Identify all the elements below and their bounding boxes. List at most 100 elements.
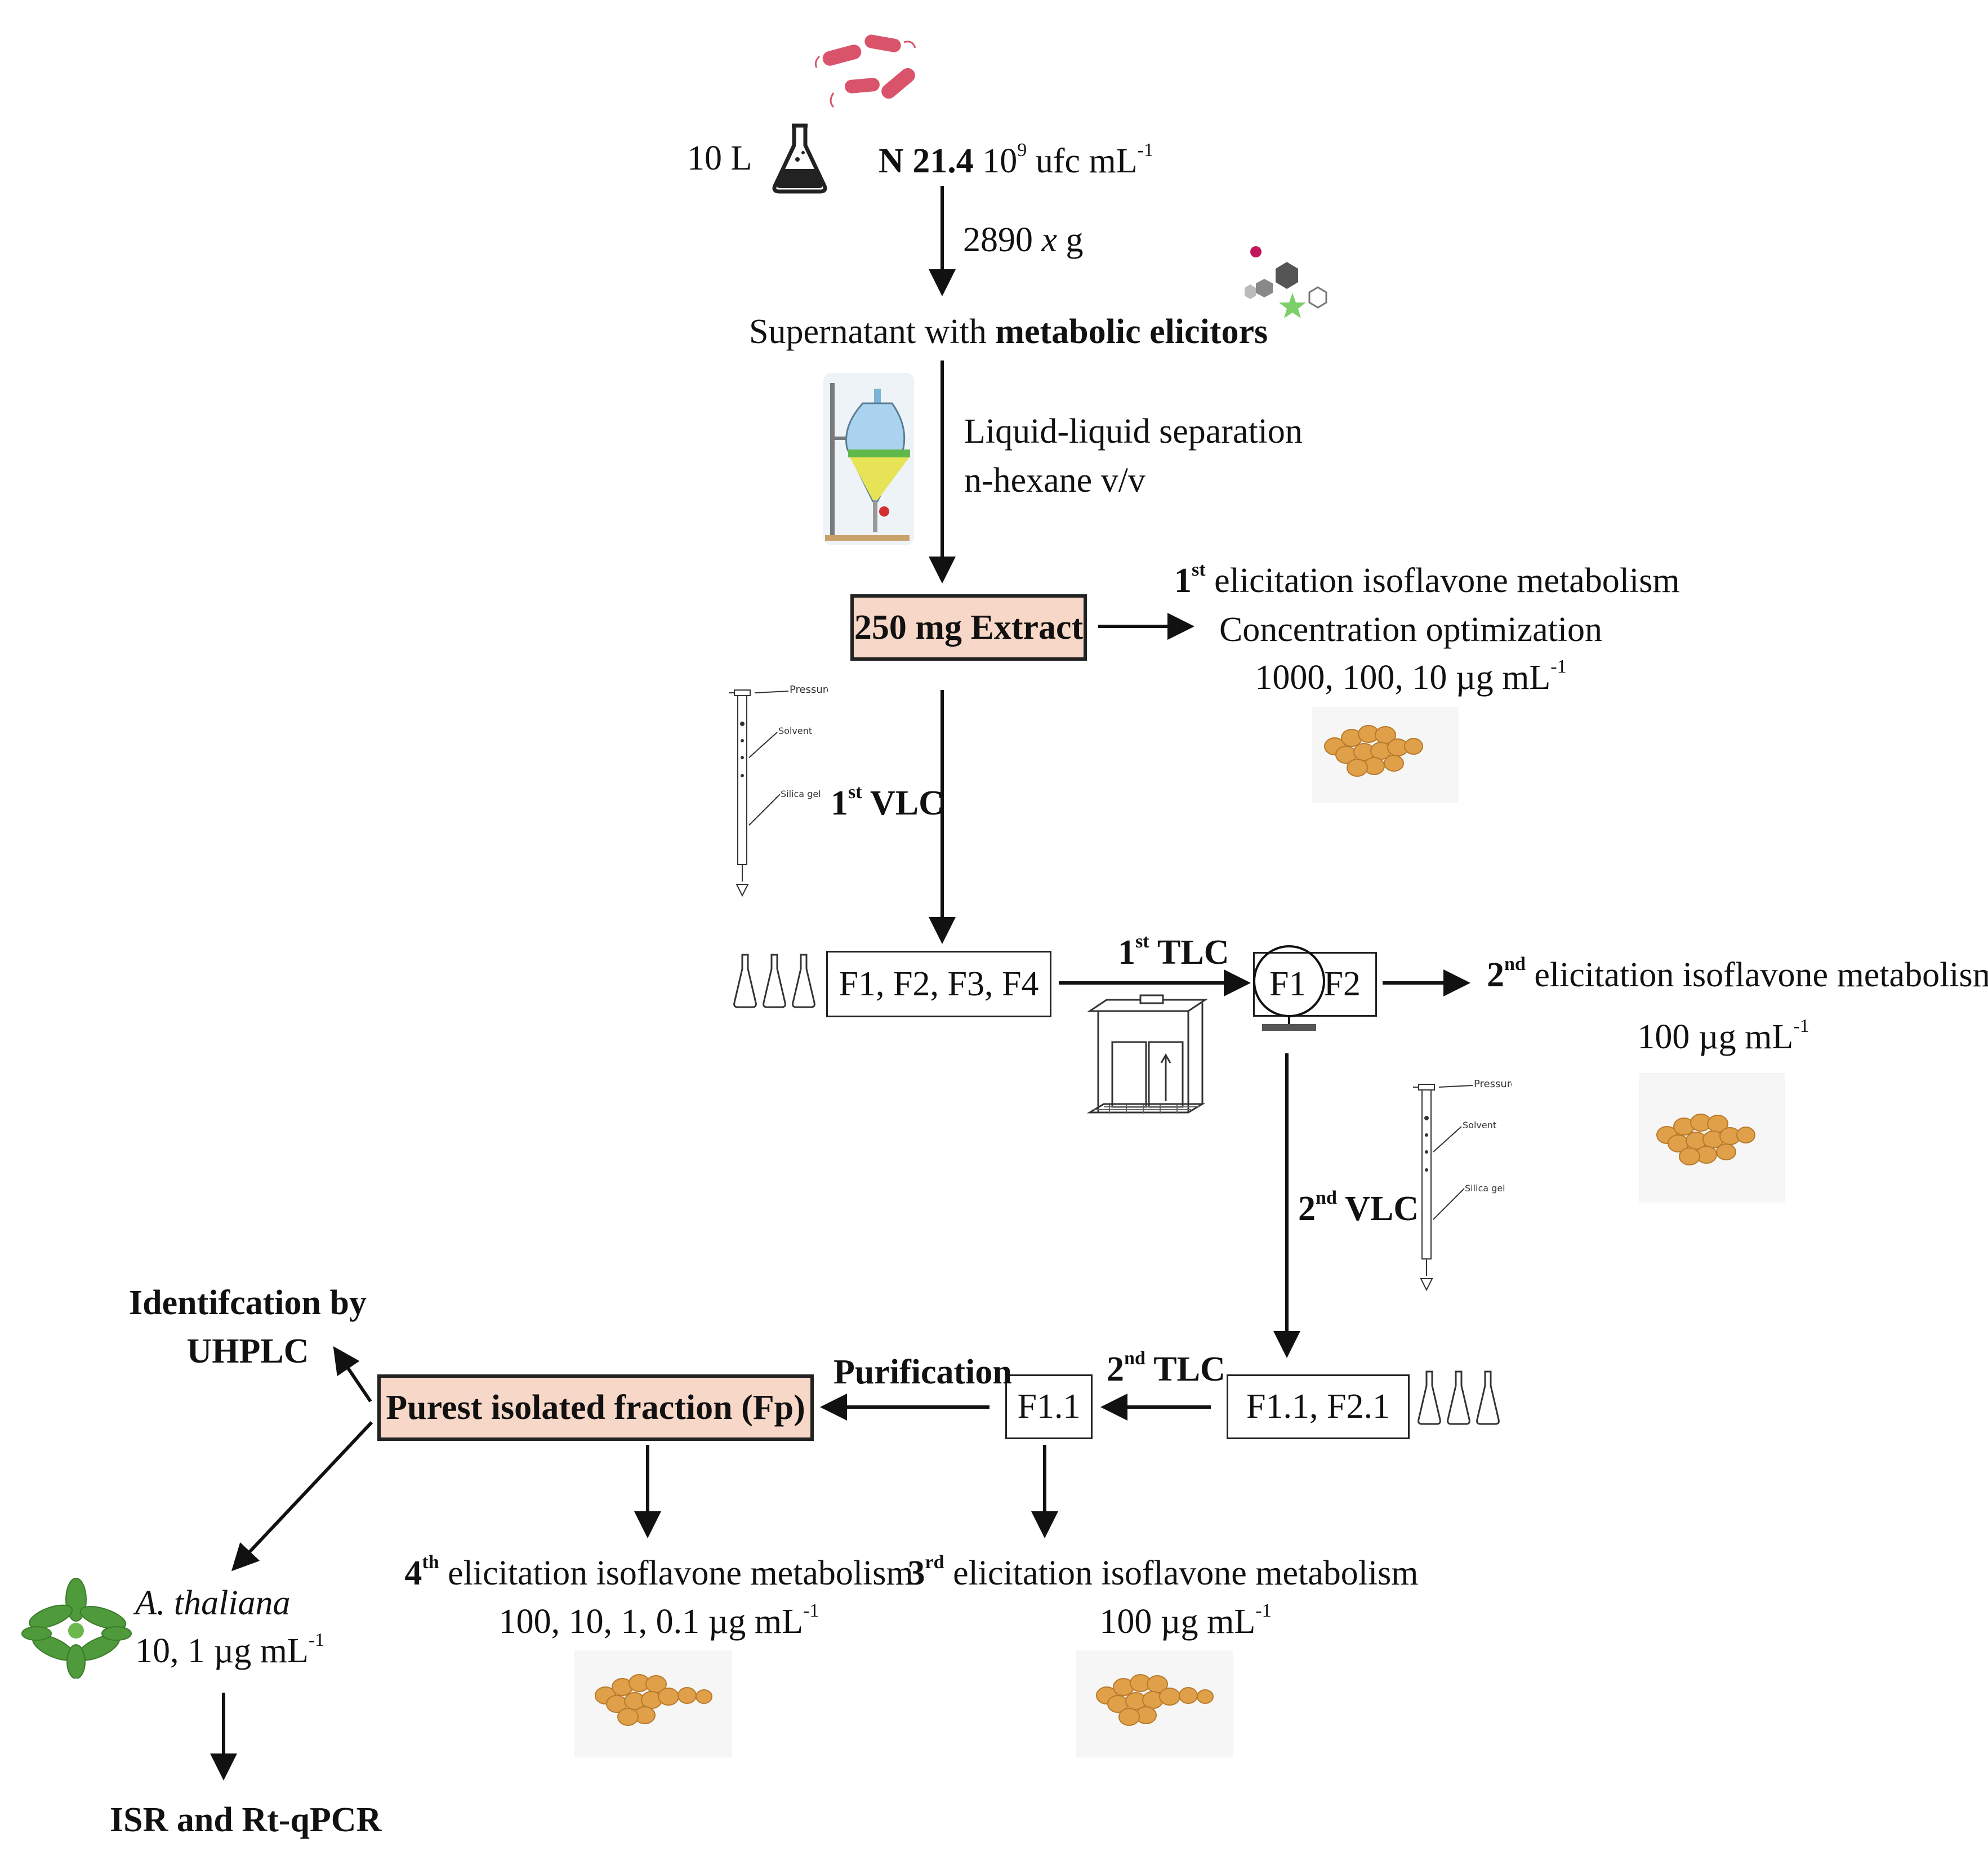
molecules-icon (1245, 246, 1327, 318)
elicit3-ord-sup: rd (925, 1552, 944, 1573)
vlc1-ord: 1 (831, 784, 848, 822)
elicit3-dose-text: 100 µg mL (1099, 1603, 1256, 1641)
strain-label: N 21.4 (879, 142, 974, 180)
vlc2-ord: 2 (1298, 1190, 1316, 1228)
elicit2-ord-sup: nd (1504, 954, 1526, 975)
vlc-pressure-label: Pressure (1474, 1078, 1512, 1090)
elicit1-line2: Concentration optimization (1219, 611, 1603, 649)
separatory-funnel-icon (823, 373, 914, 545)
elicit2-dose-text: 100 µg mL (1637, 1018, 1794, 1056)
centrifuge-g: g (1057, 221, 1084, 259)
volume-label: 10 L (687, 139, 752, 177)
elicit4-dose-exp: -1 (803, 1600, 819, 1622)
soybean-icon (1076, 1650, 1233, 1757)
elicit3-dose: 100 µg mL-1 (1062, 1601, 1309, 1641)
supernatant-label: Supernatant with metabolic elicitors (749, 314, 1268, 349)
elicit4-title: 4th elicitation isoflavone metabolism (389, 1552, 929, 1592)
vlc-solvent-label: Solvent (1463, 1120, 1496, 1130)
arrow-fp-plant (231, 1421, 373, 1572)
f1-label: F1 (1269, 965, 1307, 1003)
centrifuge-x: x (1041, 221, 1058, 259)
collection-tubes-icon (1418, 1370, 1500, 1425)
elicit3-title: 3rd elicitation isoflavone metabolism (893, 1552, 1433, 1592)
conc-unit: ufc mL (1027, 142, 1138, 180)
final-label: ISR and Rt-qPCR (110, 1801, 382, 1839)
conc-unit-exp: -1 (1137, 140, 1153, 161)
elicit4-ord: 4 (404, 1554, 422, 1592)
elicit4-dose: 100, 10, 1, 0.1 µg mL-1 (473, 1601, 845, 1641)
metabolic-elicitors-text: metabolic elicitors (995, 313, 1268, 351)
vlc2-text: VLC (1336, 1190, 1419, 1228)
separation-line2: n-hexane v/v (964, 461, 1145, 500)
vlc-pressure-label: Pressure (790, 684, 828, 696)
elicit2-text: elicitation isoflavone metabolism (1525, 956, 1988, 994)
tlc2-text: TLC (1145, 1350, 1225, 1388)
elicit1-line3: 1000, 100, 10 µg mL-1 (1180, 657, 1642, 697)
elicit1-text: elicitation isoflavone metabolism (1205, 562, 1680, 600)
vlc-silica-label: Silica gel (1465, 1183, 1505, 1194)
f11-box: F1.1 (1005, 1374, 1093, 1439)
elicit1-dose: 1000, 100, 10 µg mL (1255, 658, 1551, 697)
vlc1-label: 1st VLC (831, 782, 944, 822)
vlc1-text: VLC (862, 784, 944, 822)
centrifuge-speed: 2890 (963, 221, 1042, 259)
plant-dose-text: 10, 1 µg mL (135, 1632, 309, 1670)
elicit4-ord-sup: th (422, 1552, 439, 1573)
elicit3-text: elicitation isoflavone metabolism (944, 1554, 1419, 1592)
identification-line2: UHPLC (186, 1332, 309, 1370)
soybean-icon (1312, 707, 1459, 803)
fractions1-box: F1, F2, F3, F4 (826, 951, 1051, 1017)
elicit1-ord-sup: st (1192, 559, 1206, 581)
vlc-column-icon: Pressure Solvent Silica gel (729, 684, 828, 897)
arrow-fp-identification (333, 1346, 372, 1403)
conc-exp: 9 (1017, 140, 1027, 161)
tlc1-ord: 1 (1118, 933, 1135, 972)
fractions2-box: F1.1, F2.1 (1227, 1374, 1410, 1439)
soybean-icon (1639, 1073, 1785, 1203)
vlc2-ord-sup: nd (1316, 1187, 1337, 1209)
elicit1-dose-exp: -1 (1550, 656, 1567, 678)
supernatant-text: Supernatant with (749, 313, 996, 351)
elicit4-text: elicitation isoflavone metabolism (439, 1554, 913, 1592)
soybean-icon (574, 1650, 732, 1757)
purification-label: Purification (833, 1353, 1012, 1391)
f2-label: F2 (1323, 965, 1361, 1003)
elicit3-ord: 3 (907, 1554, 925, 1592)
conc-base: 10 (982, 142, 1018, 180)
vlc1-ord-sup: st (848, 782, 862, 803)
magnifier-icon (1253, 945, 1325, 1031)
strain-concentration: N 21.4 109 ufc mL-1 (879, 140, 1153, 180)
separation-line1: Liquid-liquid separation (964, 412, 1303, 451)
tlc2-ord-sup: nd (1124, 1348, 1145, 1369)
vlc-column-icon: Pressure Solvent Silica gel (1413, 1078, 1512, 1292)
vlc-solvent-label: Solvent (778, 726, 812, 736)
bacteria-icon (814, 34, 916, 108)
plant-species: A. thaliana (135, 1584, 291, 1622)
plant-dose-exp: -1 (308, 1630, 325, 1651)
elicit2-dose: 100 µg mL-1 (1599, 1016, 1847, 1056)
tlc1-text: TLC (1149, 933, 1229, 972)
tlc1-ord-sup: st (1135, 931, 1149, 953)
tlc-tank-icon (1087, 994, 1208, 1114)
elicit2-title: 2nd elicitation isoflavone metabolism (1487, 954, 1988, 994)
centrifuge-label: 2890 x g (963, 222, 1084, 257)
flask-icon (772, 123, 827, 194)
arabidopsis-plant-icon (21, 1578, 132, 1679)
tlc2-label: 2nd TLC (1107, 1348, 1225, 1388)
vlc2-label: 2nd VLC (1298, 1188, 1419, 1228)
fp-box: Purest isolated fraction (Fp) (377, 1374, 814, 1441)
elicit3-dose-exp: -1 (1255, 1600, 1272, 1622)
collection-tubes-icon (733, 954, 815, 1008)
tlc1-label: 1st TLC (1118, 932, 1229, 972)
elicit1-title: 1st elicitation isoflavone metabolism (1174, 560, 1680, 600)
elicit1-ord: 1 (1174, 562, 1192, 600)
elicit2-ord: 2 (1487, 956, 1504, 994)
elicit4-dose-text: 100, 10, 1, 0.1 µg mL (498, 1603, 803, 1641)
elicit2-dose-exp: -1 (1793, 1016, 1809, 1037)
plant-dose: 10, 1 µg mL-1 (135, 1630, 324, 1670)
extract-box: 250 mg Extract (850, 594, 1087, 661)
tlc2-ord: 2 (1107, 1350, 1124, 1388)
identification-line1: Identifcation by (129, 1284, 367, 1322)
